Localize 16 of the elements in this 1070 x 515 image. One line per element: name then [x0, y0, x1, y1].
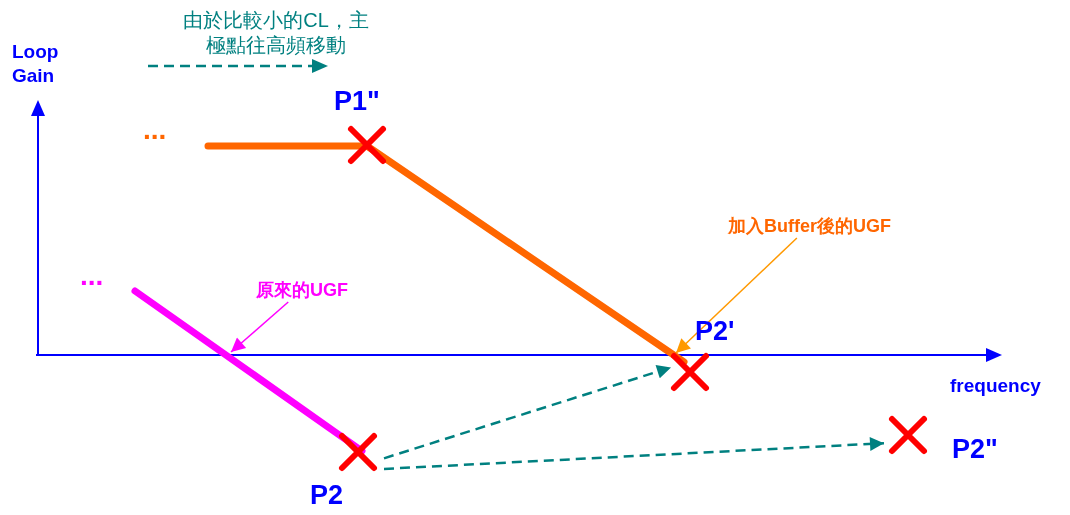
pole-label: P2': [695, 318, 735, 345]
callout-text: 加入Buffer後的UGF: [728, 214, 891, 238]
ellipsis-text: ...: [80, 259, 104, 293]
dashed-arrow: [383, 436, 885, 471]
pole-label: P2: [310, 482, 344, 509]
ellipsis-text: ...: [143, 113, 167, 147]
axis-label: frequency: [950, 374, 1041, 398]
axis-label: Loop Gain: [12, 40, 60, 88]
pole-label: P2": [952, 436, 998, 463]
leader-line: [230, 301, 289, 353]
leader-line: [675, 237, 798, 354]
plot-line: [204, 142, 688, 366]
callout-text: 原來的UGF: [256, 278, 348, 302]
pole-label: P1": [334, 88, 380, 115]
annotation-text: 由於比較小的CL，主極點往高頻移動: [182, 8, 370, 58]
dashed-arrow: [383, 364, 672, 460]
